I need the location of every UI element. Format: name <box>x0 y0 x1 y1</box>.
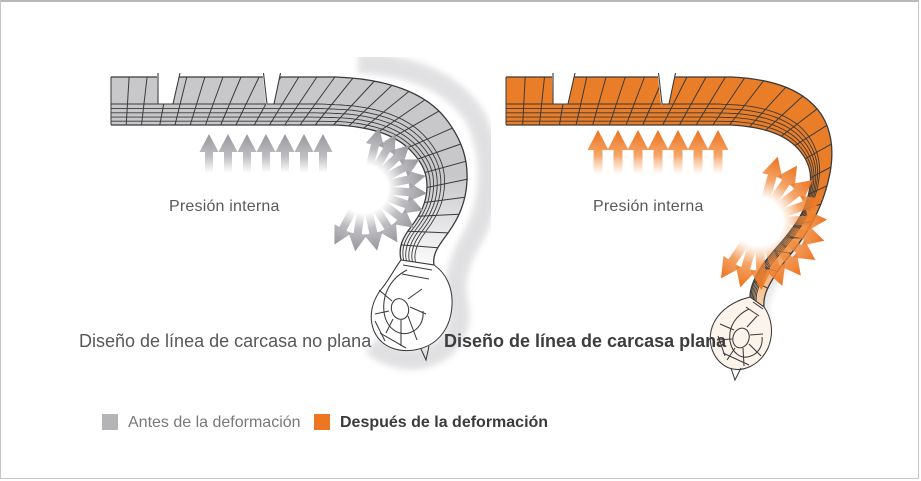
caption-left: Diseño de línea de carcasa no plana <box>79 331 372 351</box>
pressure-label-left: Presión interna <box>169 198 280 215</box>
legend-swatch-before <box>102 414 118 430</box>
bead-mesh-right <box>709 296 773 382</box>
tread-grooves-left <box>157 72 282 105</box>
carcass-band-mesh-left <box>110 76 468 266</box>
legend-swatch-after <box>314 414 330 430</box>
right-tire-mesh-diagram <box>505 72 833 382</box>
legend-label-after: Después de la deformación <box>340 414 549 431</box>
caption-right: Diseño de línea de carcasa plana <box>444 331 727 351</box>
left-tire-mesh-diagram <box>110 57 491 370</box>
pressure-glow-right <box>711 183 791 263</box>
pressure-arrows-left <box>199 125 428 253</box>
tread-grooves-right <box>552 72 677 105</box>
pressure-label-right: Presión interna <box>593 198 704 215</box>
bead-mesh-left <box>370 259 453 362</box>
legend-label-before: Antes de la deformación <box>128 414 301 431</box>
deformation-ghost-left <box>357 57 491 370</box>
